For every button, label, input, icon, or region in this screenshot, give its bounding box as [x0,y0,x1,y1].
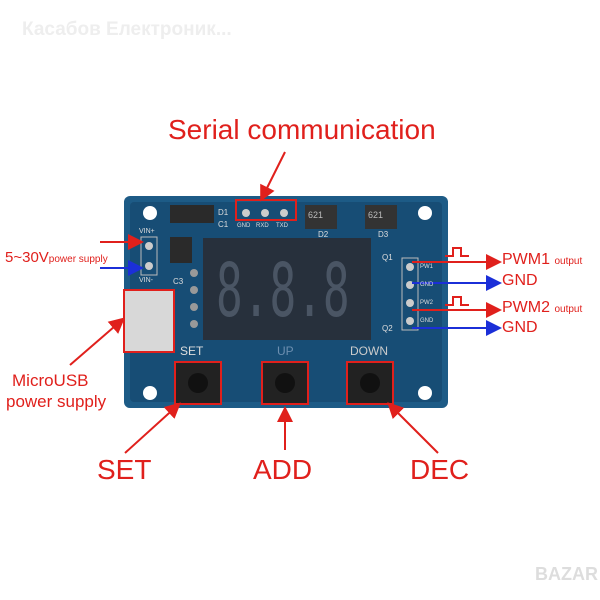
silk-txd: TXD [276,223,288,229]
vin-label: 5~30Vpower supply [5,250,108,265]
gnd2-label: GND [502,319,538,336]
watermark-top: Касабов Електроник... [22,19,232,40]
silk-gnd2: GND [420,318,434,324]
set-label: SET [97,454,152,485]
watermark-bottom: BAZAR [535,564,598,584]
silk-down: DOWN [350,344,388,358]
vin-range: 5~30V [5,249,49,266]
pwm2-text: PWM2 [502,299,550,316]
microusb-port [123,289,175,353]
pwm1-label: PWM1 output [502,252,582,268]
silk-gnd: GND [237,223,251,229]
add-label: ADD [253,454,313,485]
silk-vin-plus: VIN+ [139,228,155,235]
chip-d3 [365,205,397,229]
gnd1-label: GND [502,272,538,289]
regulator [170,237,192,263]
silk-up: UP [277,344,294,358]
silk-q1: Q1 [382,253,393,262]
silk-vin-minus: VIN- [139,277,153,284]
silk-pw2: PW2 [420,300,434,306]
chip-d2-label: 621 [308,210,324,220]
silk-pw1: PW1 [420,264,434,270]
silk-rxd: RXD [256,223,269,229]
silk-set: SET [180,344,204,358]
dec-arrow [387,402,439,454]
seven-segment-display: 8.8.8 [216,248,350,334]
vin-header [140,236,158,276]
pwm1-text: PWM1 [502,251,550,268]
usb-label-line2: power supply [6,392,107,411]
vin-sub: power supply [48,254,108,265]
display [203,238,371,340]
silk-d2: D2 [318,230,329,239]
pwm2-label: PWM2 output [502,300,582,316]
silk-c1: C1 [218,220,229,229]
pwm1-output: output [554,256,583,267]
silk-q2: Q2 [382,324,393,333]
pwm2-output: output [554,304,583,315]
chip-d3-label: 621 [368,210,384,220]
serial-arrow [260,151,286,202]
chip-d2 [305,205,337,229]
silk-c3: C3 [173,277,184,286]
silk-d3: D3 [378,230,389,239]
silk-d1: D1 [218,208,229,217]
pwm-header [401,257,419,331]
silk-gnd1: GND [420,282,434,288]
dec-label: DEC [410,454,470,485]
diode-d1 [170,205,214,223]
pwm2-wave-icon [445,296,469,306]
pwm1-wave-icon [445,247,469,257]
serial-communication-label: Serial communication [168,114,436,145]
set-arrow [124,402,181,454]
usb-arrow [69,317,126,366]
usb-label-line1: MicroUSB [12,371,89,390]
